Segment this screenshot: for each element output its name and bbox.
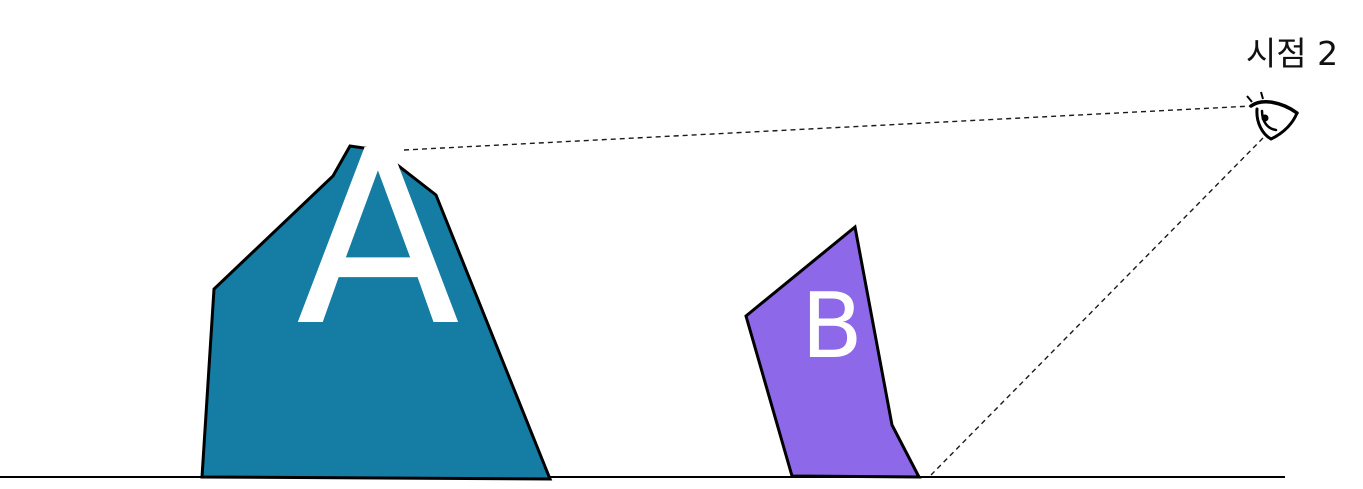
sight-line-to-a	[403, 105, 1253, 151]
object-b-label: B	[801, 274, 863, 379]
eye-icon	[1246, 91, 1299, 141]
object-a-shape	[200, 144, 553, 481]
object-b-shape	[744, 224, 922, 479]
sight-line-to-b	[930, 137, 1264, 476]
object-a-label: A	[296, 99, 460, 379]
viewpoint-label: 시점 2	[1246, 34, 1338, 73]
